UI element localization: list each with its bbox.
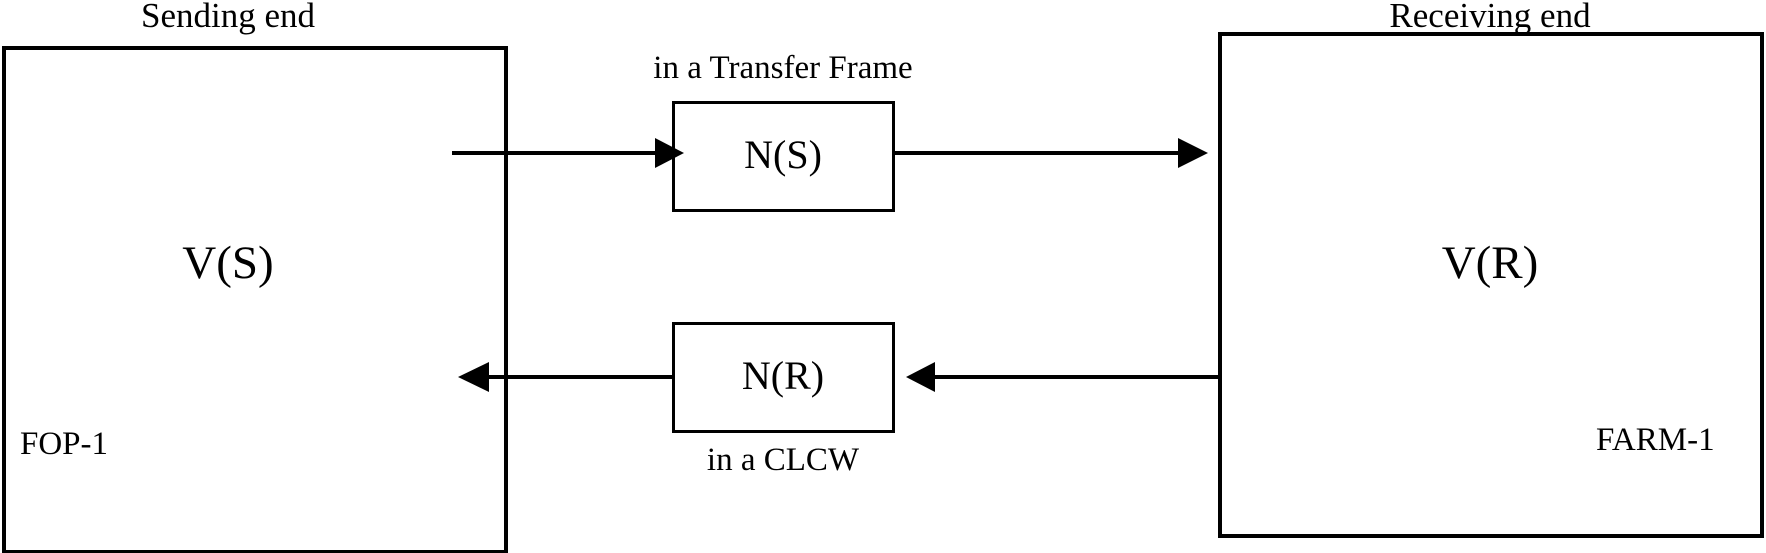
arrow-ns-to-receiving [895,138,1208,168]
receiving-end-box [1218,32,1764,538]
sending-end-tag: FOP-1 [20,426,109,462]
sending-end-title: Sending end [140,0,316,35]
transfer-frame-note: in a Transfer Frame [653,50,913,86]
nr-variable: N(R) [741,353,825,398]
arrow-receiving-to-nr [906,362,1218,392]
nr-box [672,322,895,433]
clcw-note: in a CLCW [706,442,860,478]
sending-end-variable: V(S) [182,237,274,289]
receiving-end-variable: V(R) [1441,237,1539,289]
sending-end-box [2,46,508,553]
receiving-end-title: Receiving end [1389,0,1591,35]
ns-variable: N(S) [744,132,822,177]
receiving-end-tag: FARM-1 [1596,422,1715,458]
